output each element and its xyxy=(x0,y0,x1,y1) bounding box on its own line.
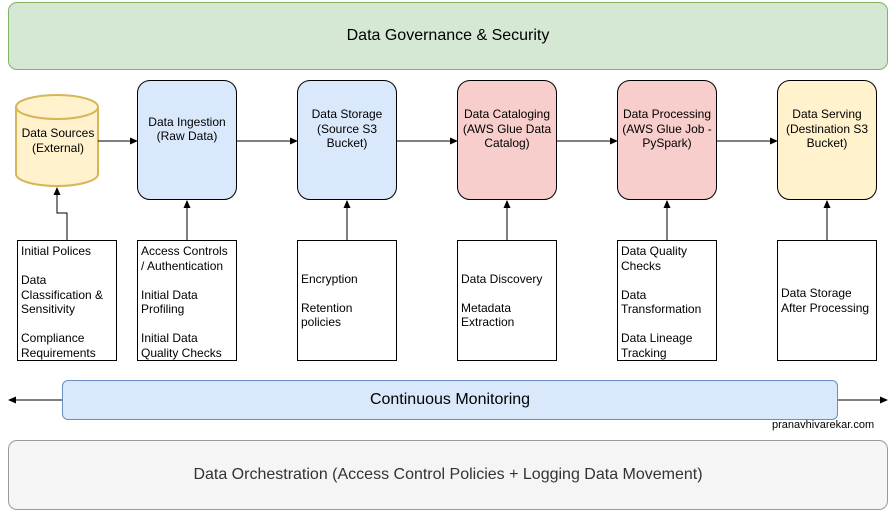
note-data-storage: Encryption Retention policies xyxy=(297,240,397,361)
note-item: Encryption xyxy=(301,271,358,286)
stage-data-serving: Data Serving (Destination S3 Bucket) xyxy=(777,80,877,200)
note-item: Access Controls / Authentication xyxy=(141,244,228,273)
note-data-serving: Data Storage After Processing xyxy=(777,240,877,361)
note-item: Compliance Requirements xyxy=(21,331,96,360)
stage-data-processing: Data Processing (AWS Glue Job - PySpark) xyxy=(617,80,717,200)
stage-label: Data Cataloging (AWS Glue Data Catalog) xyxy=(462,107,552,151)
note-item: Initial Data Profiling xyxy=(141,287,198,317)
note-data-processing: Data Quality Checks Data Transformation … xyxy=(617,240,717,361)
note-data-sources: Initial Polices Data Classification & Se… xyxy=(17,240,117,361)
orchestration-label: Data Orchestration (Access Control Polic… xyxy=(193,466,703,483)
stage-data-storage: Data Storage (Source S3 Bucket) xyxy=(297,80,397,200)
note-item: Data Transformation xyxy=(621,287,702,317)
stage-label: Data Ingestion (Raw Data) xyxy=(148,114,226,144)
note-item: Data Discovery xyxy=(461,271,543,286)
orchestration-band: Data Orchestration (Access Control Polic… xyxy=(8,440,888,510)
governance-band: Data Governance & Security xyxy=(8,2,888,70)
monitoring-label: Continuous Monitoring xyxy=(369,391,531,408)
stage-data-ingestion: Data Ingestion (Raw Data) xyxy=(137,80,237,200)
note-data-ingestion: Access Controls / Authentication Initial… xyxy=(137,240,237,361)
monitoring-band: Continuous Monitoring xyxy=(62,380,838,420)
note-item: Data Lineage Tracking xyxy=(621,331,693,360)
governance-label: Data Governance & Security xyxy=(346,27,550,44)
stage-label: Data Processing (AWS Glue Job - PySpark) xyxy=(622,107,712,151)
note-item: Initial Polices xyxy=(21,244,92,258)
credit-text: pranavhivarekar.com xyxy=(772,419,875,431)
stage-label: Data Storage (Source S3 Bucket) xyxy=(311,107,383,151)
arrow-note-sources xyxy=(53,187,68,240)
note-item: Retention policies xyxy=(301,300,353,330)
stage-data-cataloging: Data Cataloging (AWS Glue Data Catalog) xyxy=(457,80,557,200)
note-item: Metadata Extraction xyxy=(461,300,515,330)
note-item: Initial Data Quality Checks xyxy=(141,331,222,360)
data-sources-cylinder xyxy=(15,94,99,187)
note-data-cataloging: Data Discovery Metadata Extraction xyxy=(457,240,557,361)
note-item: Data Classification & Sensitivity xyxy=(21,273,104,316)
note-item: Data Quality Checks xyxy=(621,244,688,273)
note-item: Data Storage After Processing xyxy=(781,286,870,315)
data-sources-label: Data Sources (External) xyxy=(21,126,95,155)
stage-label: Data Serving (Destination S3 Bucket) xyxy=(785,107,869,151)
